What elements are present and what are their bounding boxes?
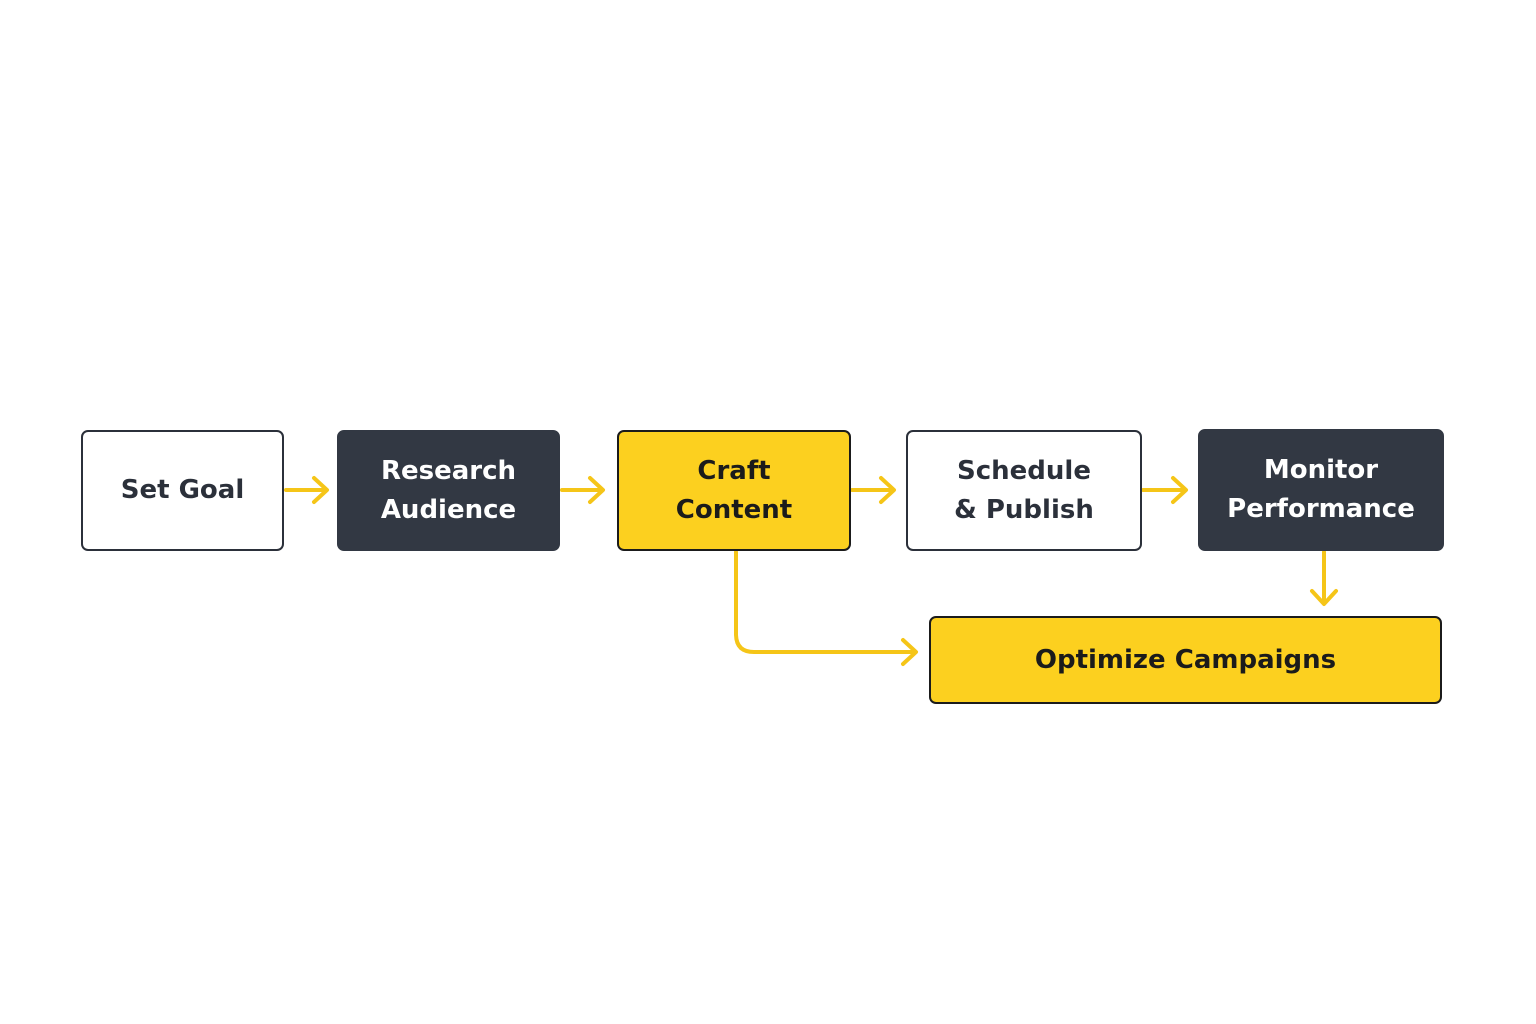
node-craft-content: Craft Content: [617, 430, 851, 551]
edge-craft-content-to-optimize-campaigns: [734, 550, 918, 666]
node-schedule-publish-label-line-2: & Publish: [954, 494, 1094, 525]
node-research-audience: Research Audience: [337, 430, 560, 551]
node-monitor-performance-label-line-2: Performance: [1227, 494, 1415, 524]
node-optimize-campaigns-label: Optimize Campaigns: [1034, 644, 1337, 675]
edge-schedule-publish-to-monitor-performance: [1141, 476, 1188, 504]
node-optimize-campaigns: Optimize Campaigns: [929, 616, 1442, 704]
node-research-audience-label-line-2: Audience: [380, 494, 517, 525]
node-set-goal: Set Goal: [81, 430, 284, 551]
edge-set-goal-to-research-audience: [284, 476, 329, 504]
node-monitor-performance-label-line-1: Monitor: [1263, 455, 1379, 485]
node-schedule-publish: Schedule & Publish: [906, 430, 1142, 551]
node-craft-content-label-line-2: Content: [675, 494, 793, 525]
edge-monitor-performance-to-optimize-campaigns: [1310, 550, 1338, 606]
edge-craft-content-to-schedule-publish: [850, 476, 896, 504]
edge-research-audience-to-craft-content: [560, 476, 605, 504]
node-research-audience-label-line-1: Research: [380, 455, 517, 486]
node-schedule-publish-label-line-1: Schedule: [957, 455, 1091, 486]
node-monitor-performance: Monitor Performance: [1198, 429, 1444, 551]
node-craft-content-label-line-1: Craft: [697, 455, 771, 486]
node-set-goal-label: Set Goal: [120, 475, 245, 505]
